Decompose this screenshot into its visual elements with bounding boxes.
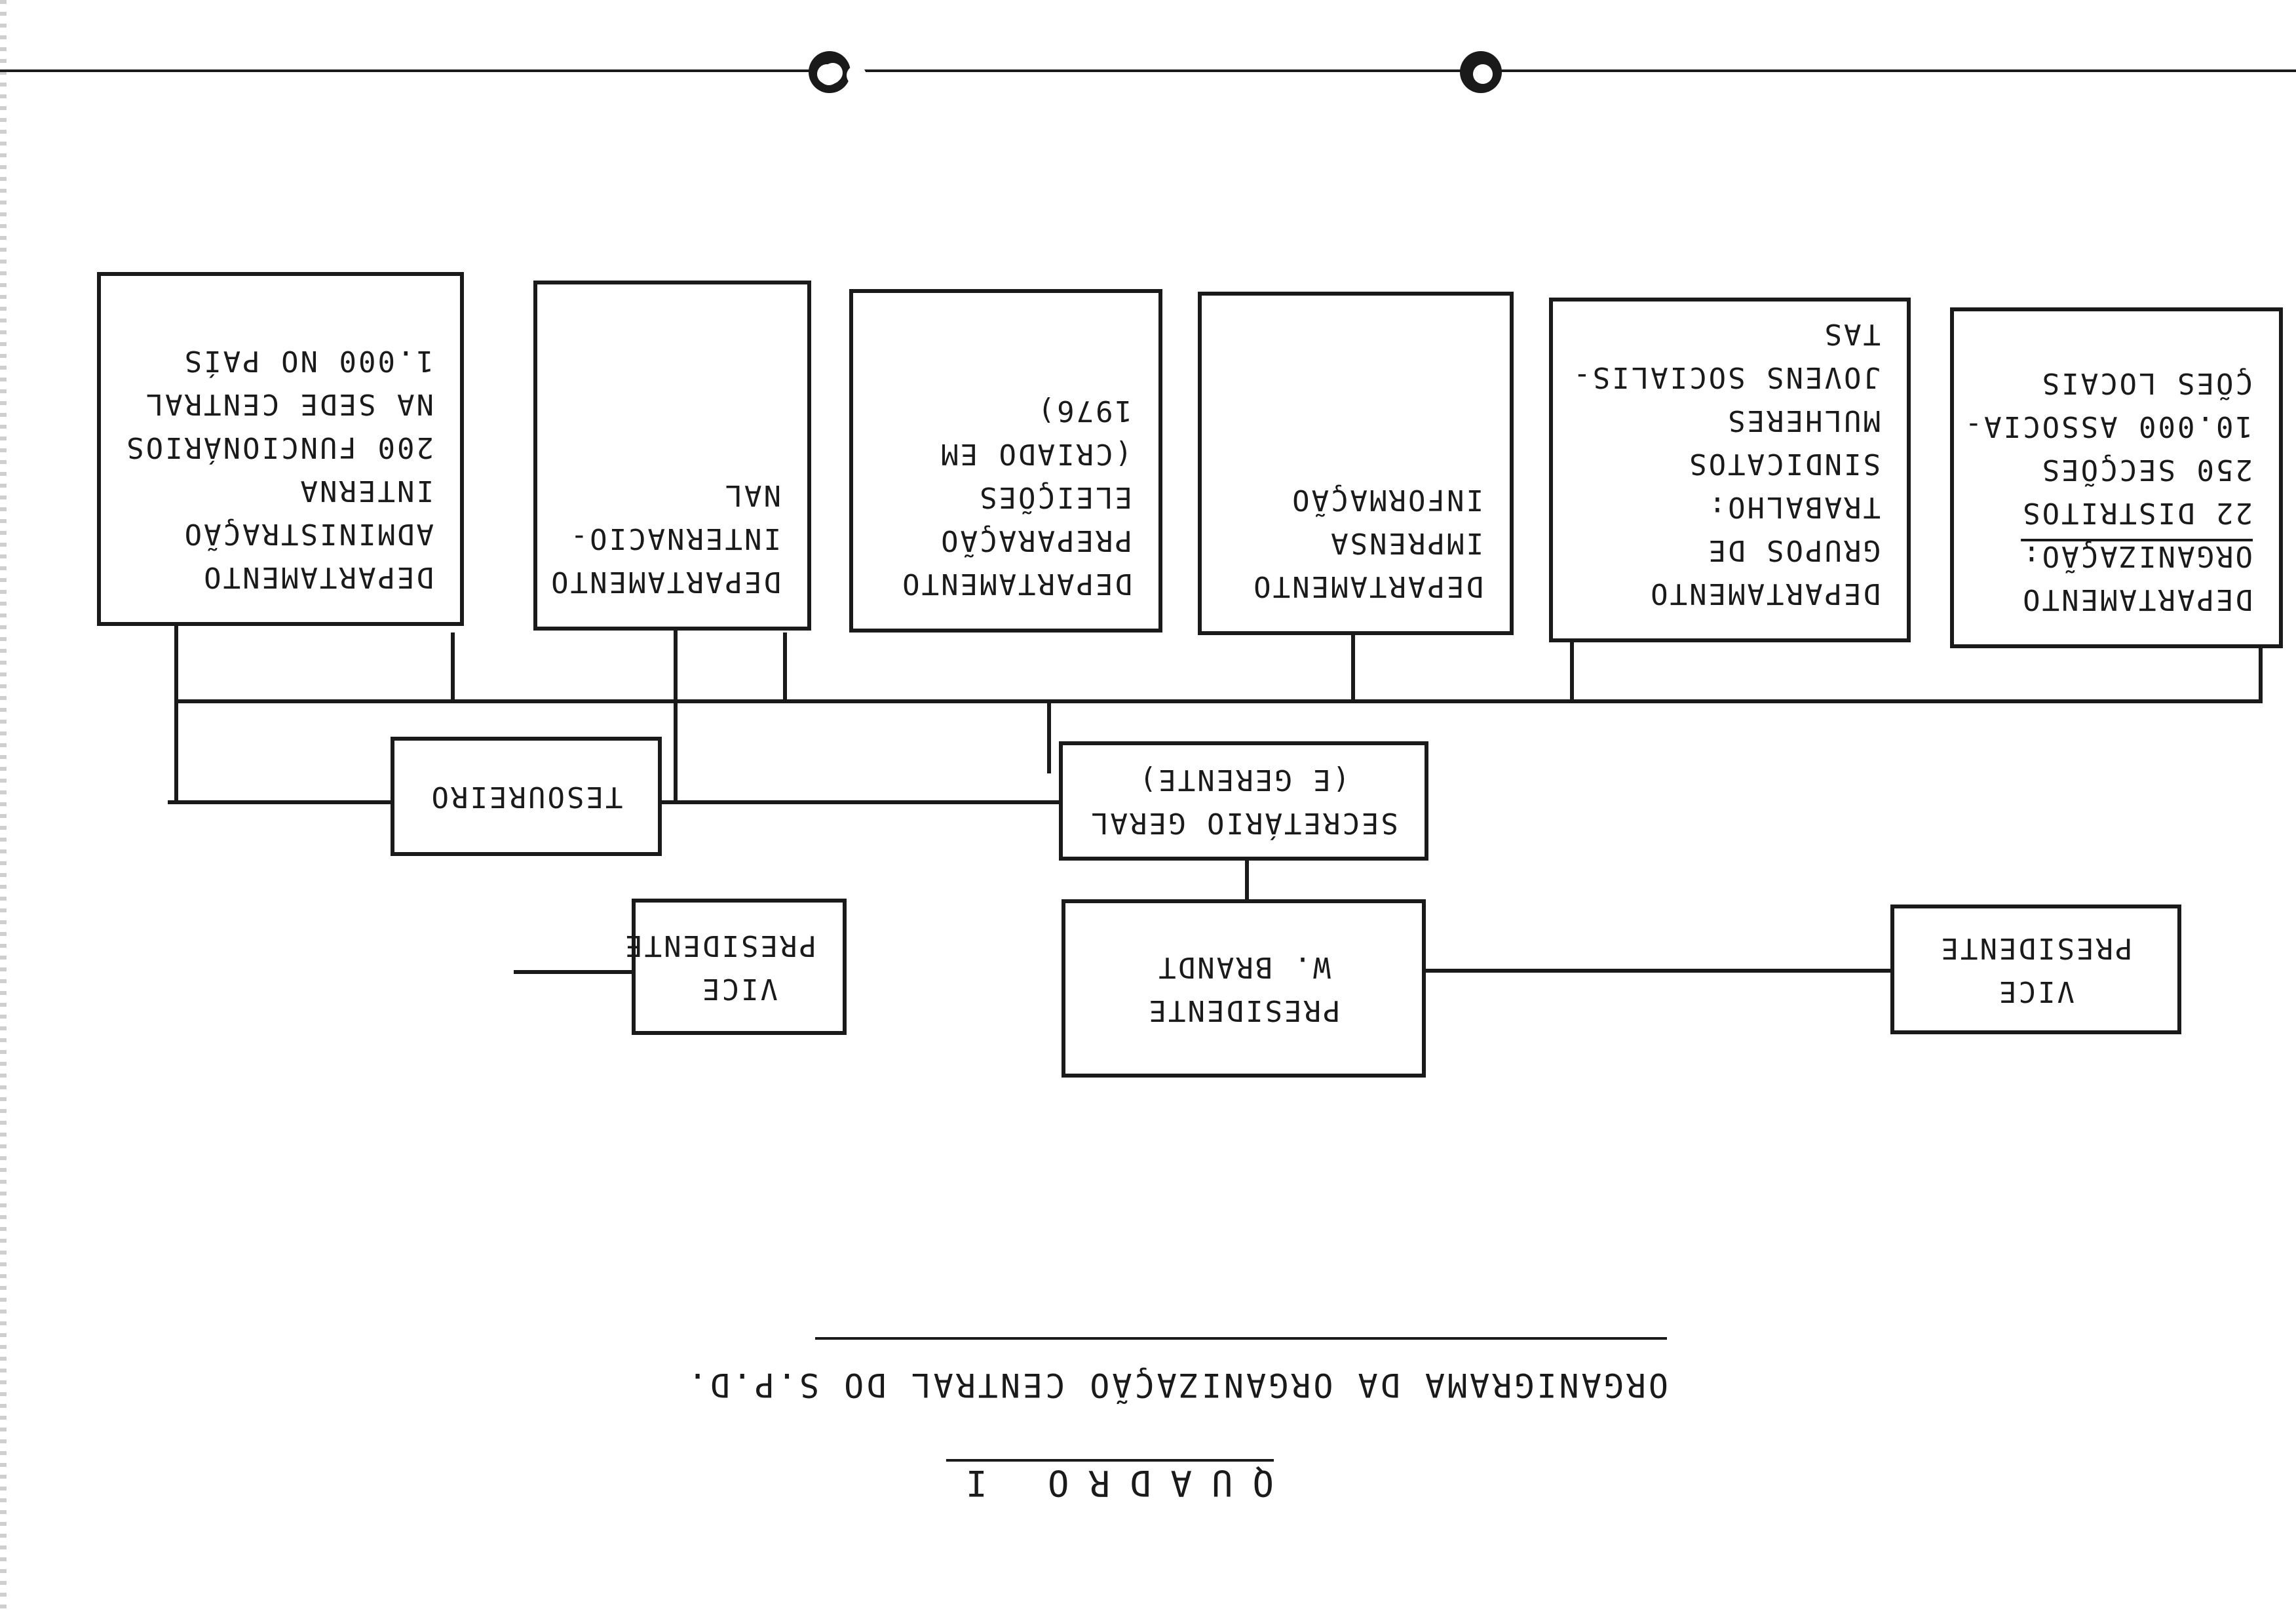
connector-line	[1351, 632, 1355, 703]
department-line: 10.000 ASSOCIA-	[1962, 410, 2253, 443]
department-line: MULHERES	[1726, 404, 1881, 437]
department-label: DEPARTAMENTO	[900, 567, 1132, 600]
department-line: 22 DISTRITOS	[2021, 496, 2253, 530]
department-line: JOVENS SOCIALIS-	[1571, 360, 1881, 394]
scan-edge	[0, 0, 7, 1615]
secretary-subtitle: (E GERENTE)	[1137, 763, 1350, 796]
department-organizacao-box: DEPARTAMENTO ORGANIZAÇÃO: 22 DISTRITOS 2…	[1950, 307, 2283, 648]
department-line: NAL	[723, 478, 781, 512]
chart-title: ORGANIGRAMA DA ORGANIZAÇÃO CENTRAL DO S.…	[685, 1366, 1668, 1404]
connector-line	[783, 632, 787, 703]
vice-president-right-box: VICE PRESIDENTE	[623, 899, 847, 1035]
president-name: W. BRANDT	[1157, 950, 1331, 984]
department-administracao-box: DEPARTAMENTO ADMINISTRAÇÃO INTERNA 200 F…	[97, 272, 464, 626]
department-line: 250 SECÇÕES	[2040, 453, 2253, 486]
department-line: SINDICATOS	[1687, 447, 1881, 480]
department-line: 1976)	[1035, 394, 1132, 427]
department-line: PREPARAÇÃO	[939, 524, 1132, 557]
department-line: INTERNACIO-	[568, 522, 781, 555]
department-line: TAS	[1822, 317, 1881, 351]
vice-president-label: VICE	[700, 972, 778, 1005]
vice-president-label: VICE	[1997, 975, 2075, 1008]
vice-president-label: PRESIDENTE	[623, 929, 816, 962]
department-line: (CRIADO EM	[939, 437, 1132, 471]
department-line: ÇÕES LOCAIS	[2040, 366, 2253, 400]
figure-label: QUADRO I	[946, 1462, 1274, 1504]
department-line: GRUPOS DE	[1706, 534, 1881, 567]
department-line: INTERNA	[298, 474, 434, 507]
department-eleicoes-box: DEPARTAMENTO PREPARAÇÃO ELEIÇÕES (CRIADO…	[849, 289, 1162, 632]
secretary-title: SECRETÁRIO GERAL	[1089, 806, 1398, 840]
department-line: TRABALHO:	[1706, 490, 1881, 524]
department-label: DEPARTAMENTO	[1252, 570, 1483, 603]
department-line: NA SEDE CENTRAL	[144, 387, 434, 421]
department-line: INFORMAÇÃO	[1290, 483, 1483, 516]
president-box: PRESIDENTE W. BRANDT	[1062, 899, 1426, 1078]
treasurer-label: TESOUREIRO	[429, 780, 623, 813]
connector-line	[178, 699, 2263, 703]
connector-line	[1047, 703, 1051, 773]
binding-rule	[0, 69, 2296, 72]
department-label: DEPARTAMENTO	[202, 560, 434, 594]
president-title: PRESIDENTE	[1147, 994, 1341, 1027]
department-line: 200 FUNCIONÁRIOS	[124, 431, 434, 464]
department-imprensa-box: DEPARTAMENTO IMPRENSA INFORMAÇÃO	[1198, 292, 1514, 635]
department-line: IMPRENSA	[1329, 526, 1483, 560]
title-rule	[815, 1337, 1667, 1340]
secretary-general-box: SECRETÁRIO GERAL (E GERENTE)	[1059, 741, 1428, 861]
punch-hole-icon	[1460, 51, 1502, 93]
department-internacional-box: DEPARTAMENTO INTERNACIO- NAL	[533, 281, 811, 631]
department-line: ADMINISTRAÇÃO	[182, 517, 434, 551]
vice-president-left-box: VICE PRESIDENTE	[1890, 905, 2181, 1034]
department-label: DEPARTAMENTO	[1649, 577, 1881, 610]
treasurer-box: TESOUREIRO	[391, 737, 662, 856]
department-label: DEPARTAMENTO	[2021, 583, 2253, 616]
vice-president-label: PRESIDENTE	[1939, 931, 2133, 965]
department-grupos-box: DEPARTAMENTO GRUPOS DE TRABALHO: SINDICA…	[1549, 298, 1911, 642]
department-line: 1.000 NO PAÍS	[182, 344, 434, 378]
connector-line	[451, 632, 455, 703]
department-line: ELEIÇÕES	[978, 480, 1132, 514]
connector-line	[1570, 632, 1574, 703]
department-line: ORGANIZAÇÃO:	[2021, 539, 2253, 573]
department-label: DEPARTAMENTO	[549, 565, 781, 598]
